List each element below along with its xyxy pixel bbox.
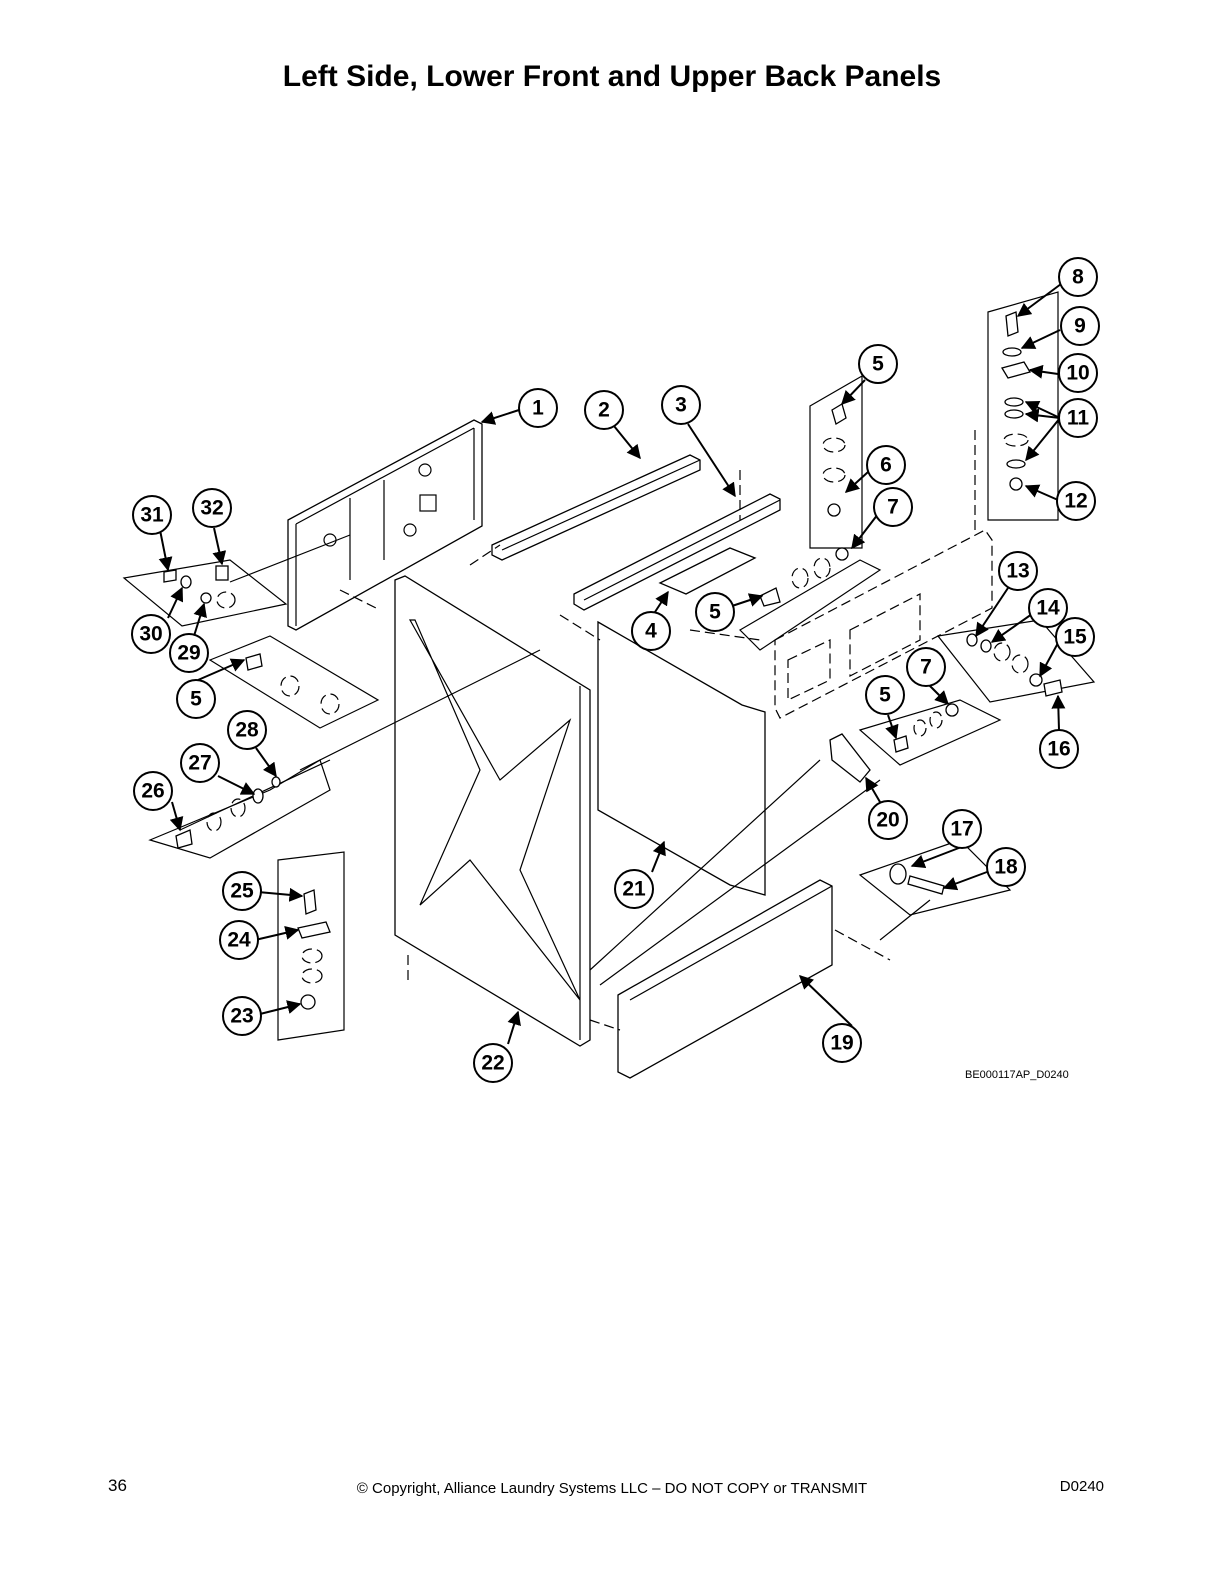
- hardware-group-boxes: [122, 291, 1096, 1041]
- callout-label: 14: [1036, 597, 1060, 620]
- callout-label: 31: [140, 504, 164, 527]
- back-control-panel: [774, 529, 993, 719]
- callout-11: 11: [1058, 398, 1098, 438]
- callout-label: 3: [675, 394, 687, 417]
- callout-26: 26: [133, 771, 173, 811]
- callout-31: 31: [132, 495, 172, 535]
- callout-7a: 7: [873, 487, 913, 527]
- callout-label: 16: [1047, 738, 1070, 761]
- callout-label: 23: [230, 1005, 253, 1028]
- callout-12: 12: [1056, 481, 1096, 521]
- callout-5d: 5: [176, 679, 216, 719]
- callout-label: 11: [1067, 407, 1090, 430]
- callout-label: 5: [709, 601, 721, 624]
- callout-label: 6: [880, 454, 892, 477]
- page-number: 36: [108, 1476, 127, 1495]
- callout-label: 5: [879, 684, 891, 707]
- callout-label: 10: [1066, 362, 1089, 385]
- page-title: Left Side, Lower Front and Upper Back Pa…: [282, 60, 942, 93]
- callout-24: 24: [219, 920, 259, 960]
- callout-7b: 7: [906, 647, 946, 687]
- callout-label: 28: [235, 719, 259, 742]
- callout-28: 28: [227, 710, 267, 750]
- callout-label: 26: [141, 780, 164, 803]
- callout-15: 15: [1055, 617, 1095, 657]
- callout-8: 8: [1058, 257, 1098, 297]
- callout-label: 20: [876, 809, 899, 832]
- rail-bracket: [658, 547, 757, 595]
- document-code: D0240: [1059, 1478, 1104, 1495]
- small-bracket: [829, 733, 871, 783]
- alignment-lines: [179, 430, 976, 1031]
- callout-20: 20: [868, 800, 908, 840]
- callout-5c: 5: [865, 675, 905, 715]
- callout-label: 7: [920, 656, 932, 679]
- callout-3: 3: [661, 385, 701, 425]
- callout-5a: 5: [858, 344, 898, 384]
- upper-rail: [491, 454, 701, 561]
- callout-27: 27: [180, 743, 220, 783]
- callout-30: 30: [131, 614, 171, 654]
- callout-label: 13: [1006, 560, 1029, 583]
- callout-label: 24: [227, 929, 251, 952]
- callout-18: 18: [986, 847, 1026, 887]
- callout-22: 22: [473, 1043, 513, 1083]
- callout-label: 30: [139, 623, 162, 646]
- callout-label: 12: [1064, 490, 1087, 513]
- callout-25: 25: [222, 871, 262, 911]
- callout-label: 2: [598, 399, 610, 422]
- callout-13: 13: [998, 551, 1038, 591]
- callout-label: 5: [190, 688, 202, 711]
- copyright-notice: © Copyright, Alliance Laundry Systems LL…: [356, 1480, 868, 1497]
- callout-label: 7: [887, 496, 899, 519]
- callout-32: 32: [192, 488, 232, 528]
- kick-plate: [617, 879, 833, 1079]
- callout-23: 23: [222, 996, 262, 1036]
- lower-rail: [573, 493, 781, 611]
- callout-21: 21: [614, 869, 654, 909]
- callout-label: 22: [481, 1052, 504, 1075]
- callout-label: 8: [1072, 266, 1084, 289]
- callout-2: 2: [584, 390, 624, 430]
- callout-4: 4: [631, 611, 671, 651]
- callout-9: 9: [1060, 306, 1100, 346]
- callout-label: 18: [994, 856, 1018, 879]
- callout-label: 5: [872, 353, 884, 376]
- callout-label: 19: [830, 1032, 853, 1055]
- callout-label: 29: [177, 642, 200, 665]
- upper-back-panel: [287, 419, 483, 631]
- callout-label: 21: [622, 878, 646, 901]
- callout-label: 32: [200, 497, 223, 520]
- lower-front-panel: [597, 620, 766, 896]
- callout-19: 19: [822, 1023, 862, 1063]
- callout-arrows: [158, 283, 1066, 1045]
- callout-16: 16: [1039, 729, 1079, 769]
- callout-1: 1: [518, 388, 558, 428]
- callout-label: 27: [188, 752, 211, 775]
- callout-6: 6: [866, 445, 906, 485]
- callout-5b: 5: [695, 592, 735, 632]
- callout-label: 9: [1074, 315, 1086, 338]
- callout-label: 4: [645, 620, 657, 643]
- callout-label: 17: [950, 818, 973, 841]
- left-side-panel: [394, 575, 591, 1047]
- callout-17: 17: [942, 809, 982, 849]
- diagram-reference-code: BE000117AP_D0240: [965, 1069, 1069, 1081]
- callout-14: 14: [1028, 588, 1068, 628]
- hardware-parts: [163, 311, 1063, 1010]
- callout-label: 15: [1063, 626, 1087, 649]
- callout-10: 10: [1058, 353, 1098, 393]
- callout-label: 25: [230, 880, 254, 903]
- callout-label: 1: [532, 397, 544, 420]
- callout-29: 29: [169, 633, 209, 673]
